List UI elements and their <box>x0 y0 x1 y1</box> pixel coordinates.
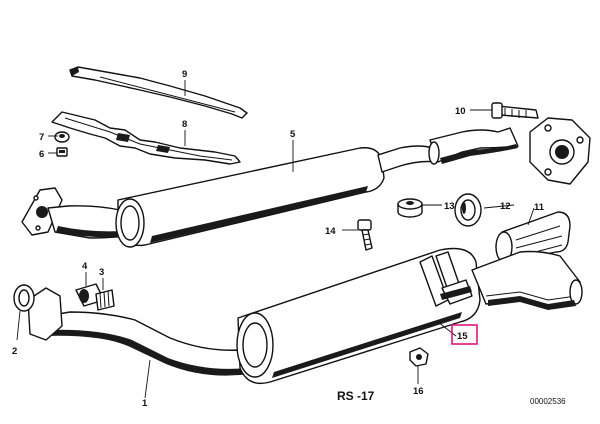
label-part-10: 10 <box>455 106 466 117</box>
label-part-1: 1 <box>142 398 148 409</box>
label-part-14: 14 <box>325 226 336 237</box>
sleeve-part-11 <box>495 211 571 263</box>
gasket-part-2 <box>13 284 35 312</box>
label-part-16: 16 <box>413 386 424 397</box>
rubber-mount-part-13 <box>397 198 423 218</box>
heat-shield-upper <box>69 66 248 119</box>
label-part-4: 4 <box>82 261 88 272</box>
gasket-ring-part-12 <box>454 193 482 227</box>
bolt-part-10 <box>491 102 539 119</box>
highlighted-part-15[interactable]: 15 <box>451 324 478 345</box>
bolt-part-6 <box>56 147 68 157</box>
catalog-number: 00002536 <box>530 397 566 406</box>
rear-muffler-pipe <box>27 247 583 385</box>
label-part-13: 13 <box>444 201 455 212</box>
label-part-5: 5 <box>290 129 296 140</box>
flange-rear <box>529 117 591 185</box>
front-muffler-pipe <box>21 127 519 248</box>
label-part-2: 2 <box>12 346 17 357</box>
label-part-7: 7 <box>39 132 44 143</box>
label-part-6: 6 <box>39 149 44 160</box>
callout-lines <box>16 80 535 399</box>
bolt-part-14 <box>357 219 373 251</box>
highlight-box <box>451 324 478 345</box>
label-part-15: 15 <box>457 331 468 342</box>
label-part-12: 12 <box>500 201 511 212</box>
nut-part-16 <box>409 347 429 367</box>
label-part-11: 11 <box>534 202 545 213</box>
heat-shield-lower <box>51 111 241 165</box>
label-part-8: 8 <box>182 119 187 130</box>
bolt-part-3 <box>95 289 115 311</box>
label-part-9: 9 <box>182 69 187 80</box>
label-part-3: 3 <box>99 267 104 278</box>
nut-part-7 <box>54 131 70 143</box>
diagram-code: RS -17 <box>337 389 375 403</box>
